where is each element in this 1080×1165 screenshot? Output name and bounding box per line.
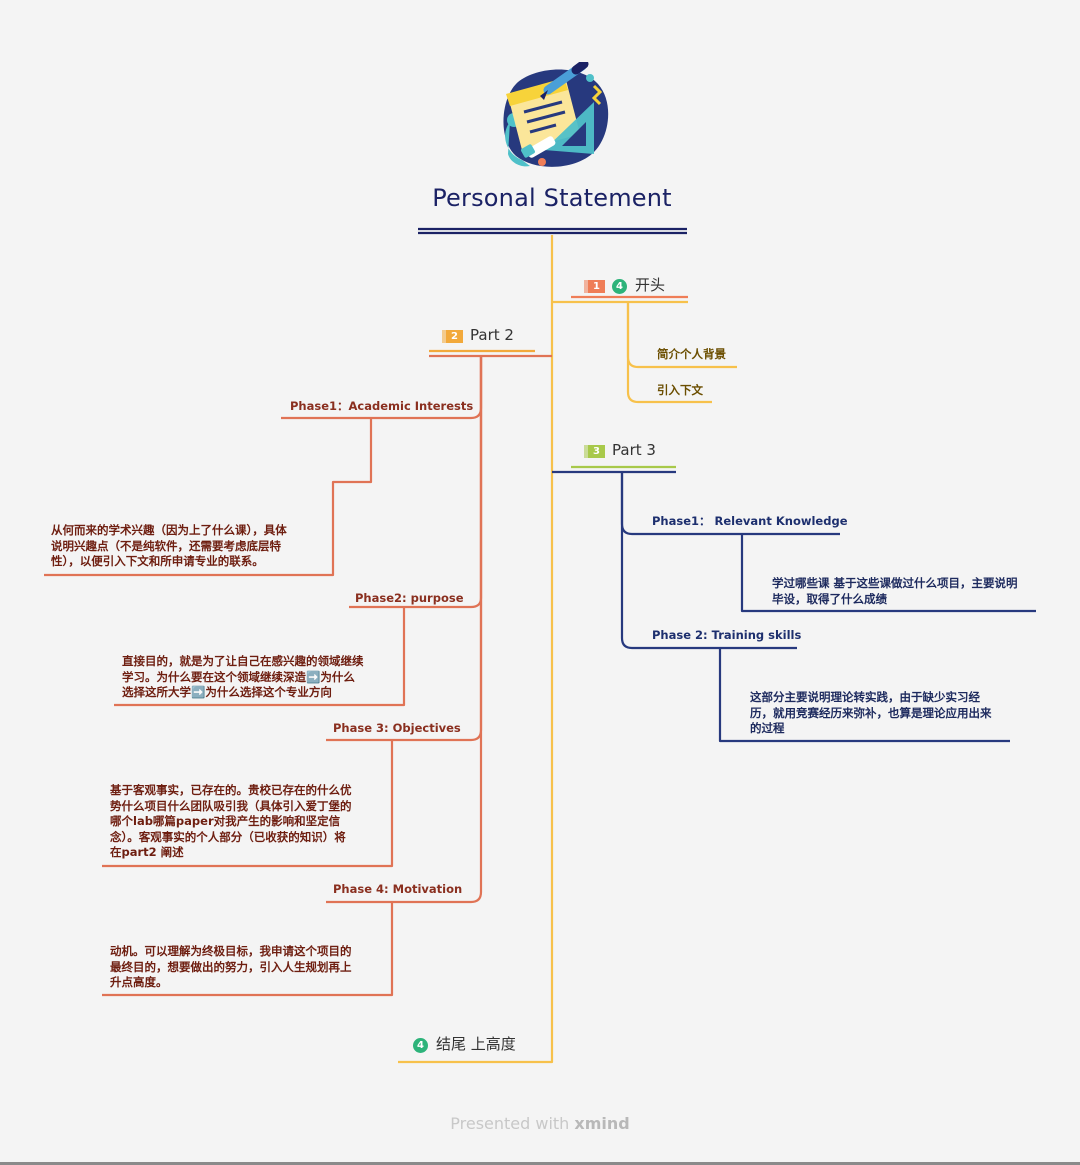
footer-prefix: Presented with [450, 1114, 570, 1133]
note-line: 基于客观事实，已存在的。贵校已存在的什么优 [110, 783, 352, 797]
note-line: 势什么项目什么团队吸引我（具体引入爱丁堡的 [110, 798, 352, 813]
b2-phase4-line [326, 356, 483, 904]
b2-phase3-note-line [102, 740, 394, 868]
note-line: 直接目的，就是为了让自己在感兴趣的领域继续 [122, 654, 364, 668]
note-line: 在part2 阐述 [110, 845, 184, 859]
b3-phase2-line [620, 472, 797, 650]
note-line: 升点高度。 [110, 975, 168, 989]
note-line: 选择这所大学➡️为什么选择这个专业方向 [122, 685, 332, 699]
b2-phase4-note-line [102, 902, 394, 997]
note-line: 最终目的，想要做出的努力，引入人生规划再上 [110, 959, 352, 974]
branch-1-label: 开头 [635, 276, 666, 294]
note-line: 这部分主要说明理论转实践，由于缺少实习经 [750, 690, 980, 704]
b2-phase1-note-line [44, 418, 373, 577]
b2-phase2-note-line [114, 607, 406, 707]
note-line: 学过哪些课 基于这些课做过什么项目，主要说明 [772, 576, 1018, 590]
b3-phase2-note[interactable]: 这部分主要说明理论转实践，由于缺少实习经 历，就用竞赛经历来弥补，也算是理论应用… [750, 690, 1012, 737]
b3-phase2-topic[interactable]: Phase 2: Training skills [652, 628, 802, 642]
note-line: 哪个lab哪篇paper对我产生的影响和坚定信 [110, 814, 341, 828]
note-line: 毕设，取得了什么成绩 [772, 591, 887, 606]
xmind-logo: xmind [574, 1114, 630, 1133]
root-topic-title[interactable]: Personal Statement [432, 184, 672, 212]
task-marker-icon: 4 [413, 1038, 428, 1053]
priority-badge-2: 2 [442, 330, 463, 343]
b1-child-background[interactable]: 简介个人背景 [657, 347, 726, 361]
priority-badge-1: 1 [584, 280, 605, 293]
footer-credit: Presented with xmind [0, 1114, 1080, 1133]
branch-3-label: Part 3 [612, 441, 656, 459]
note-line: 的过程 [750, 721, 785, 735]
b2-phase4-topic[interactable]: Phase 4: Motivation [333, 882, 463, 896]
b3-phase1-topic[interactable]: Phase1： Relevant Knowledge [652, 514, 848, 528]
b3-phase1-note[interactable]: 学过哪些课 基于这些课做过什么项目，主要说明 毕设，取得了什么成绩 [772, 576, 1034, 607]
b2-phase2-note[interactable]: 直接目的，就是为了让自己在感兴趣的领域继续 学习。为什么要在这个领域继续深造➡️… [122, 654, 402, 701]
note-line: 说明兴趣点（不是纯软件，还需要考虑底层特 [51, 538, 281, 553]
notepad-pen-icon [503, 62, 609, 167]
note-line: 念）。客观事实的个人部分（已收获的知识）将 [110, 829, 346, 844]
bottom-divider [0, 1162, 1080, 1165]
branch-2-label: Part 2 [470, 326, 514, 344]
branch-2-topic[interactable]: 2 Part 2 [442, 326, 514, 344]
branch-4-label: 结尾 上高度 [436, 1035, 516, 1053]
b2-phase3-topic[interactable]: Phase 3: Objectives [333, 721, 461, 735]
task-marker-icon: 4 [612, 279, 627, 294]
note-line: 动机。可以理解为终极目标，我申请这个项目的 [110, 944, 352, 958]
b1-child2-line [626, 302, 712, 404]
priority-badge-3: 3 [584, 445, 605, 458]
b3-phase2-note-line [718, 648, 1010, 743]
b2-phase3-note[interactable]: 基于客观事实，已存在的。贵校已存在的什么优 势什么项目什么团队吸引我（具体引入爱… [110, 783, 390, 861]
note-line: 历，就用竞赛经历来弥补，也算是理论应用出来 [750, 705, 992, 720]
b2-phase4-note[interactable]: 动机。可以理解为终极目标，我申请这个项目的 最终目的，想要做出的努力，引入人生规… [110, 944, 390, 991]
b2-phase1-note[interactable]: 从何而来的学术兴趣（因为上了什么课），具体 说明兴趣点（不是纯软件，还需要考虑底… [51, 523, 331, 570]
b3-phase1-note-line [740, 534, 1036, 613]
b2-phase1-topic[interactable]: Phase1：Academic Interests [290, 399, 474, 413]
b2-phase2-topic[interactable]: Phase2: purpose [355, 591, 464, 605]
note-line: 学习。为什么要在这个领域继续深造➡️为什么 [122, 669, 355, 684]
branch-4-topic[interactable]: 4 结尾 上高度 [413, 1033, 516, 1054]
b1-child-intro[interactable]: 引入下文 [657, 383, 703, 397]
note-line: 性），以便引入下文和所申请专业的联系。 [51, 554, 264, 568]
note-line: 从何而来的学术兴趣（因为上了什么课），具体 [51, 523, 287, 537]
trunk-line [398, 235, 554, 1064]
branch-3-topic[interactable]: 3 Part 3 [584, 441, 656, 459]
